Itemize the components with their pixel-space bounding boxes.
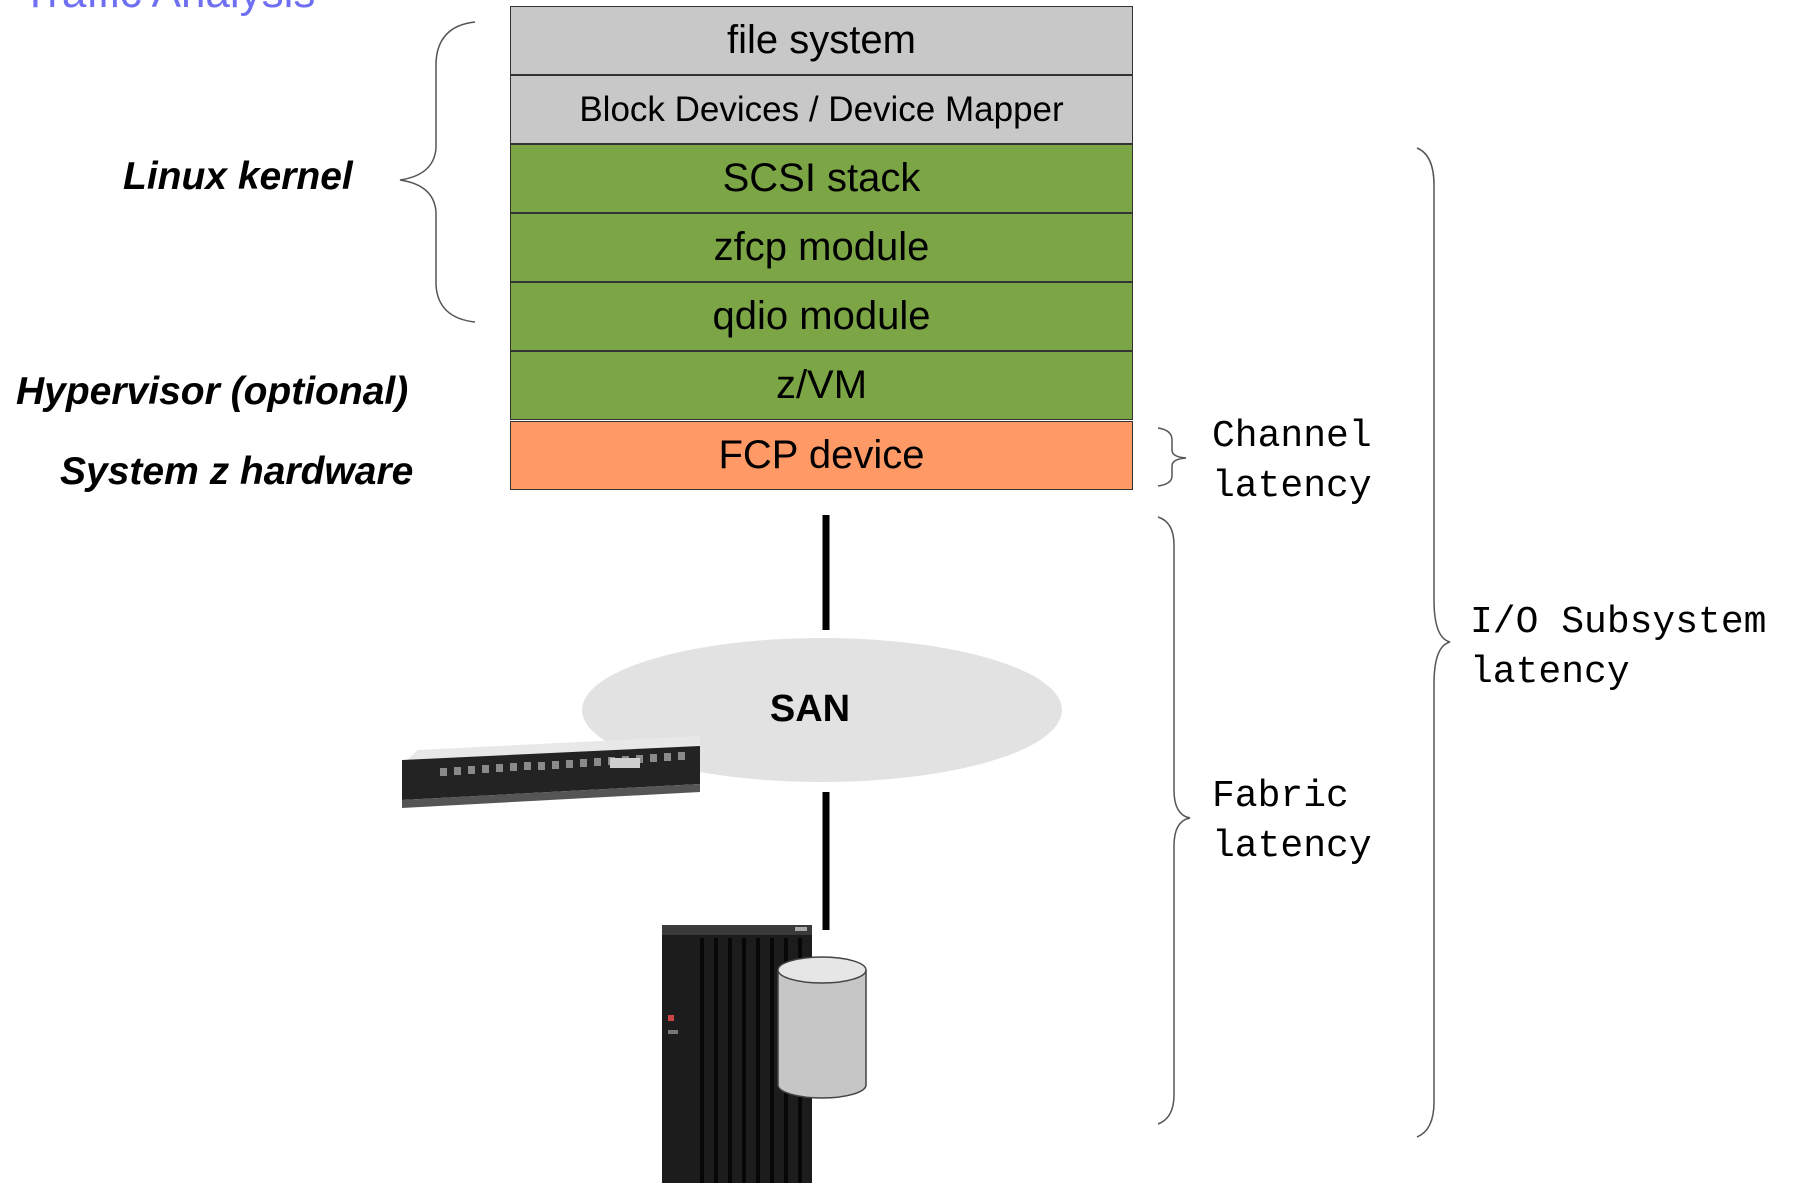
io-latency-line-2: latency: [1470, 651, 1630, 694]
disk-cylinder-icon: [777, 956, 867, 1099]
channel-latency-brace: [1157, 427, 1187, 487]
san-switch-icon: [402, 736, 700, 808]
layer-scsi-stack: SCSI stack: [510, 144, 1133, 213]
san-label: SAN: [769, 688, 851, 730]
layer-block-devices: Block Devices / Device Mapper: [510, 75, 1133, 144]
layer-file-system: file system: [510, 6, 1133, 75]
layer-fcp-device: FCP device: [510, 421, 1133, 490]
linux-kernel-brace: [399, 21, 476, 323]
layer-zfcp-module: zfcp module: [510, 213, 1133, 282]
layer-qdio-module: qdio module: [510, 282, 1133, 351]
io-subsystem-latency-label: I/O Subsystem latency: [1470, 598, 1766, 698]
san-cloud: [582, 638, 1062, 782]
linux-kernel-label: Linux kernel: [123, 155, 353, 198]
io-subsystem-latency-brace: [1416, 147, 1451, 1138]
channel-latency-line-1: Channel: [1212, 415, 1372, 458]
fabric-latency-brace: [1157, 516, 1191, 1125]
layer-zvm: z/VM: [510, 351, 1133, 420]
page-title: Traffic Analysis: [22, 0, 315, 18]
channel-latency-line-2: latency: [1212, 465, 1372, 508]
fabric-latency-label: Fabric latency: [1212, 772, 1372, 872]
io-latency-line-1: I/O Subsystem: [1470, 601, 1767, 644]
fabric-latency-line-1: Fabric: [1212, 775, 1349, 818]
system-z-hardware-label: System z hardware: [60, 450, 414, 493]
fabric-latency-line-2: latency: [1212, 825, 1372, 868]
channel-latency-label: Channel latency: [1212, 412, 1372, 512]
hypervisor-label: Hypervisor (optional): [16, 370, 409, 413]
